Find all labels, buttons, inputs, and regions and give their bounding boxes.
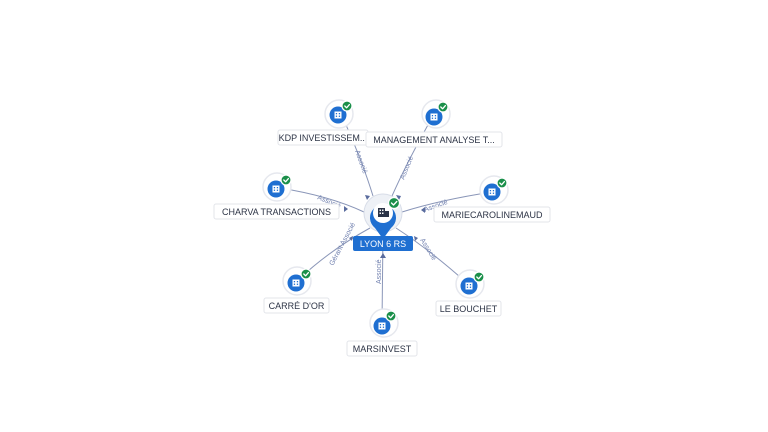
edge-label-lebouchet: Associé [418,237,437,262]
node-charva[interactable]: CHARVA TRANSACTIONS [213,172,340,220]
edge-management [391,115,434,197]
edge-label-marsinvest: Associé [376,259,383,284]
node-carredor-label-box [263,297,330,314]
node-lebouchet-label-box [435,300,502,317]
building-icon [272,185,280,193]
check-icon [473,271,485,283]
arrow-carredor [349,236,353,241]
node-management-label: MANAGEMENT ANALYSE T... [373,135,495,145]
edge-label-kdp: Associé [353,149,368,175]
check-icon [496,177,508,189]
center-label-box [353,236,413,251]
arrow-charva [344,206,348,212]
building-icon [378,208,389,217]
edge-label-management: Associé [399,155,415,180]
check-icon [341,100,353,112]
building-icon [292,279,300,287]
node-carredor-label: CARRÉ D'OR [269,301,325,311]
node-marsinvest-label-box [346,340,418,357]
arrow-management [396,195,401,200]
node-mariecarolinemaud[interactable]: MARIECAROLINEMAUD [433,175,551,223]
arrow-lebouchet [414,236,418,241]
check-icon [280,174,292,186]
node-lebouchet-label: LE BOUCHET [440,304,498,314]
node-charva-label: CHARVA TRANSACTIONS [222,207,331,217]
check-icon [385,310,397,322]
edge-label-carredor-text: Gérant Associé [329,222,358,267]
building-icon [488,188,496,196]
building-icon [430,113,438,121]
node-management[interactable]: MANAGEMENT ANALYSE T... [365,99,503,148]
node-carredor[interactable]: CARRÉ D'OR [263,266,330,314]
node-marsinvest-label: MARSINVEST [353,344,412,354]
node-mariecarolinemaud-label-box [433,206,551,223]
center-node[interactable]: LYON 6 RS [353,193,413,251]
check-icon [437,101,449,113]
edge-label-carredor: Gérant Associé [329,222,358,267]
edges [279,115,493,325]
node-mariecarolinemaud-label: MARIECAROLINEMAUD [441,210,543,220]
building-icon [378,322,386,330]
arrow-kdp [365,195,370,200]
node-marsinvest[interactable]: MARSINVEST [346,308,418,357]
arrow-marie [421,207,425,213]
node-management-label-box [365,131,503,148]
building-icon [334,111,342,119]
center-label: LYON 6 RS [360,239,406,249]
node-lebouchet[interactable]: LE BOUCHET [435,269,502,317]
building-icon [465,282,473,290]
arrow-marsinvest [380,253,386,258]
check-icon [300,268,312,280]
check-icon [387,196,401,210]
node-kdp[interactable]: KDP INVESTISSEM... [277,99,369,146]
node-charva-label-box [213,203,340,220]
node-kdp-label: KDP INVESTISSEM... [279,133,368,143]
